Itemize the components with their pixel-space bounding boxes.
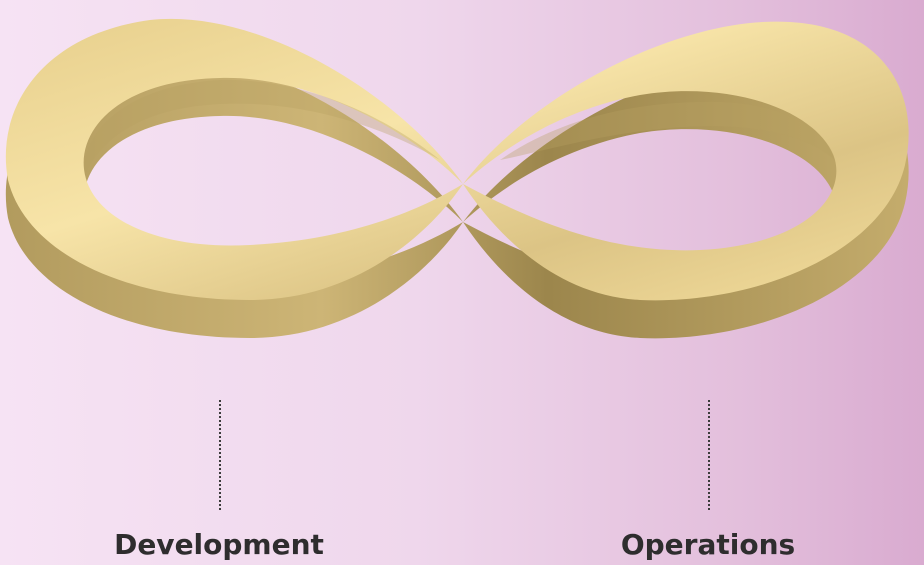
loop-top-face (5, 18, 909, 301)
loop-side (5, 56, 909, 339)
loop-inner-shade-right (500, 101, 835, 160)
development-connector-line (219, 400, 221, 510)
operations-label: Operations (620, 528, 796, 561)
development-label: Development (114, 528, 324, 561)
infinity-loop-icon (5, 18, 909, 339)
operations-connector-line (708, 400, 710, 510)
loop-inner-shade-left (84, 79, 441, 175)
